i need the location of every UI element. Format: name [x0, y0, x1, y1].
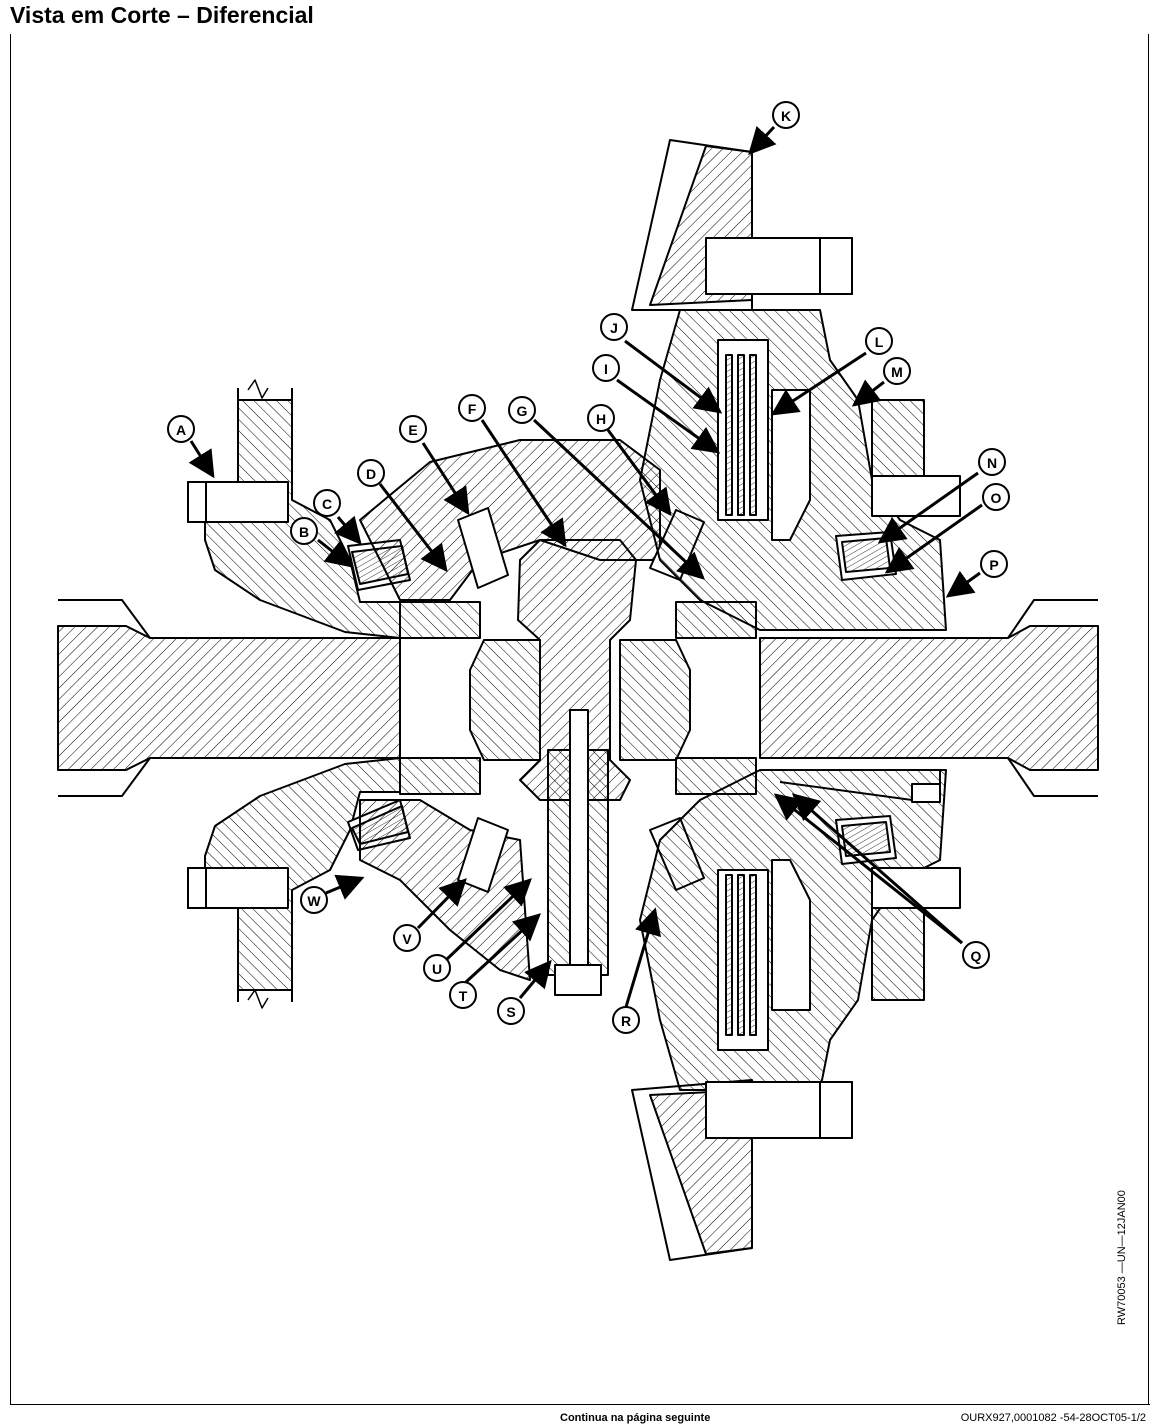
callout-n-circle: [978, 448, 1006, 476]
callout-t-circle: [449, 981, 477, 1009]
callout-w-label: W: [307, 893, 321, 909]
callout-p-label: P: [989, 557, 998, 573]
side-gear-right: [619, 639, 691, 761]
callout-v-label: V: [402, 931, 412, 947]
callout-u-label: U: [432, 961, 442, 977]
callout-j-circle: [600, 313, 628, 341]
frame-right-rule: [1148, 34, 1149, 1404]
footer-reference: OURX927,0001082 -54-28OCT05-1/2: [960, 1412, 1146, 1424]
callout-b-label: B: [299, 524, 309, 540]
callout-m-circle: [883, 357, 911, 385]
pin-bolt-head: [554, 964, 602, 996]
footer-continue-note: Continua na página seguinte: [560, 1412, 711, 1424]
callout-v-circle: [393, 924, 421, 952]
page-title: Vista em Corte – Diferencial: [10, 2, 314, 28]
brake-disc-pack-lower: [717, 869, 769, 1051]
callout-q-circle: [962, 941, 990, 969]
callout-n-label: N: [987, 455, 997, 471]
case-spacer-upper: [399, 601, 481, 639]
callout-a-circle: [167, 415, 195, 443]
brake-piston-lower: [771, 859, 811, 1011]
callout-e-circle: [399, 415, 427, 443]
callout-d-circle: [357, 459, 385, 487]
callout-g-circle: [508, 396, 536, 424]
callout-a-label: A: [176, 422, 186, 438]
callout-i-label: I: [604, 361, 608, 377]
callout-f-label: F: [468, 401, 477, 417]
frame-bottom-rule: [10, 1404, 1150, 1405]
callout-k-label: K: [781, 108, 791, 124]
callout-d-label: D: [366, 466, 376, 482]
pinion-lower-left: [457, 817, 509, 893]
callout-l-circle: [865, 327, 893, 355]
callout-f-circle: [458, 394, 486, 422]
callout-t-label: T: [459, 988, 468, 1004]
callout-r-label: R: [621, 1013, 631, 1029]
frame-left-rule: [10, 34, 11, 1404]
callout-b-circle: [290, 517, 318, 545]
callout-c-label: C: [322, 496, 332, 512]
callout-m-label: M: [891, 364, 903, 380]
side-gear-left: [469, 639, 541, 761]
left-axle-shaft: [57, 625, 401, 771]
callout-i-circle: [592, 354, 620, 382]
callout-o-label: O: [991, 490, 1002, 506]
callout-o-circle: [982, 483, 1010, 511]
callout-q-label: Q: [971, 948, 982, 964]
callout-h-circle: [587, 404, 615, 432]
figure-code: RW70053 —UN—12JAN00: [1116, 1190, 1128, 1325]
case-spacer-lower: [399, 757, 481, 795]
brake-disc-pack-upper: [717, 339, 769, 521]
left-housing-lower: [204, 757, 401, 991]
pinion-upper-left: [457, 507, 509, 589]
oil-fitting: [911, 783, 941, 803]
callout-h-label: H: [596, 411, 606, 427]
callout-g-label: G: [517, 403, 528, 419]
callout-w-circle: [300, 886, 328, 914]
callout-r-circle: [612, 1006, 640, 1034]
diff-case-lower-left: [359, 799, 531, 981]
right-axle-shaft: [759, 625, 1099, 771]
callout-e-label: E: [408, 422, 417, 438]
callout-j-label: J: [610, 320, 618, 336]
callout-p-circle: [980, 550, 1008, 578]
callout-u-circle: [423, 954, 451, 982]
callout-s-circle: [497, 997, 525, 1025]
callout-s-label: S: [506, 1004, 515, 1020]
callout-c-circle: [313, 489, 341, 517]
callout-k-circle: [772, 101, 800, 129]
callout-l-label: L: [875, 334, 884, 350]
brake-piston-upper: [771, 389, 811, 541]
